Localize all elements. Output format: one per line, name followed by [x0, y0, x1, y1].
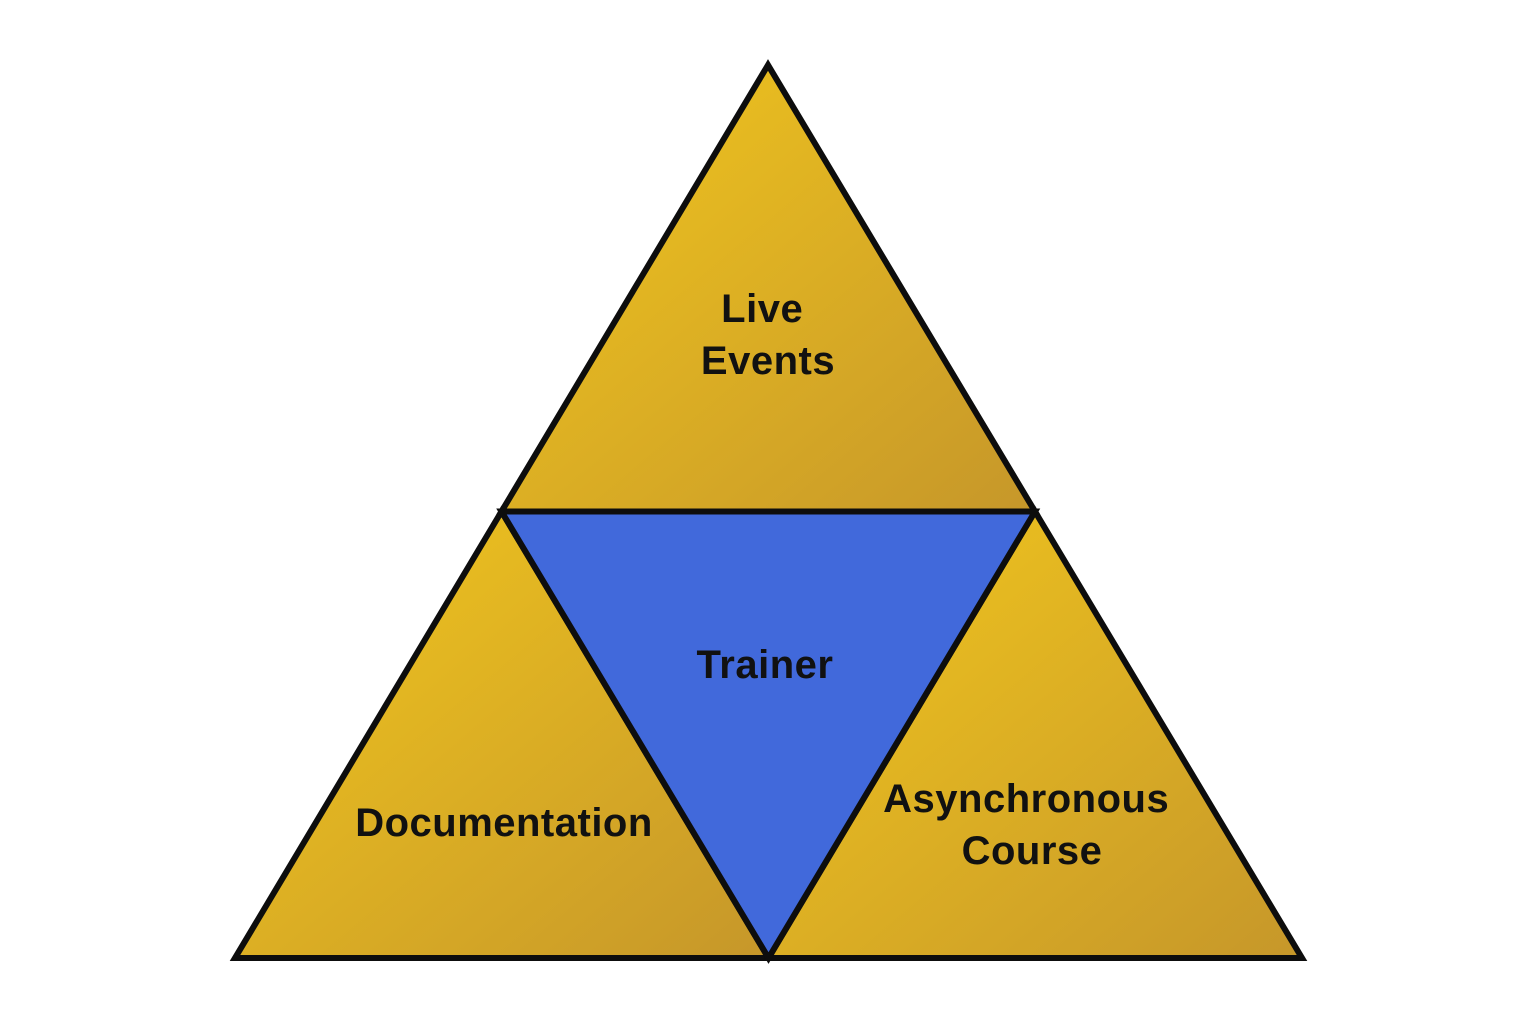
label-live-events-line2: Events — [701, 339, 835, 383]
segment-trainer — [501, 511, 1035, 958]
segment-trainer-outline — [496, 508, 1041, 964]
label-documentation: Documentation — [355, 801, 653, 845]
label-live-events: Live Events — [701, 287, 835, 383]
label-asynchronous-course-line2: Course — [962, 829, 1103, 873]
label-live-events-line1: Live — [721, 287, 803, 331]
label-asynchronous-course: Asynchronous Course — [883, 777, 1181, 873]
label-asynchronous-course-line1: Asynchronous — [883, 777, 1169, 821]
label-trainer: Trainer — [697, 643, 834, 687]
